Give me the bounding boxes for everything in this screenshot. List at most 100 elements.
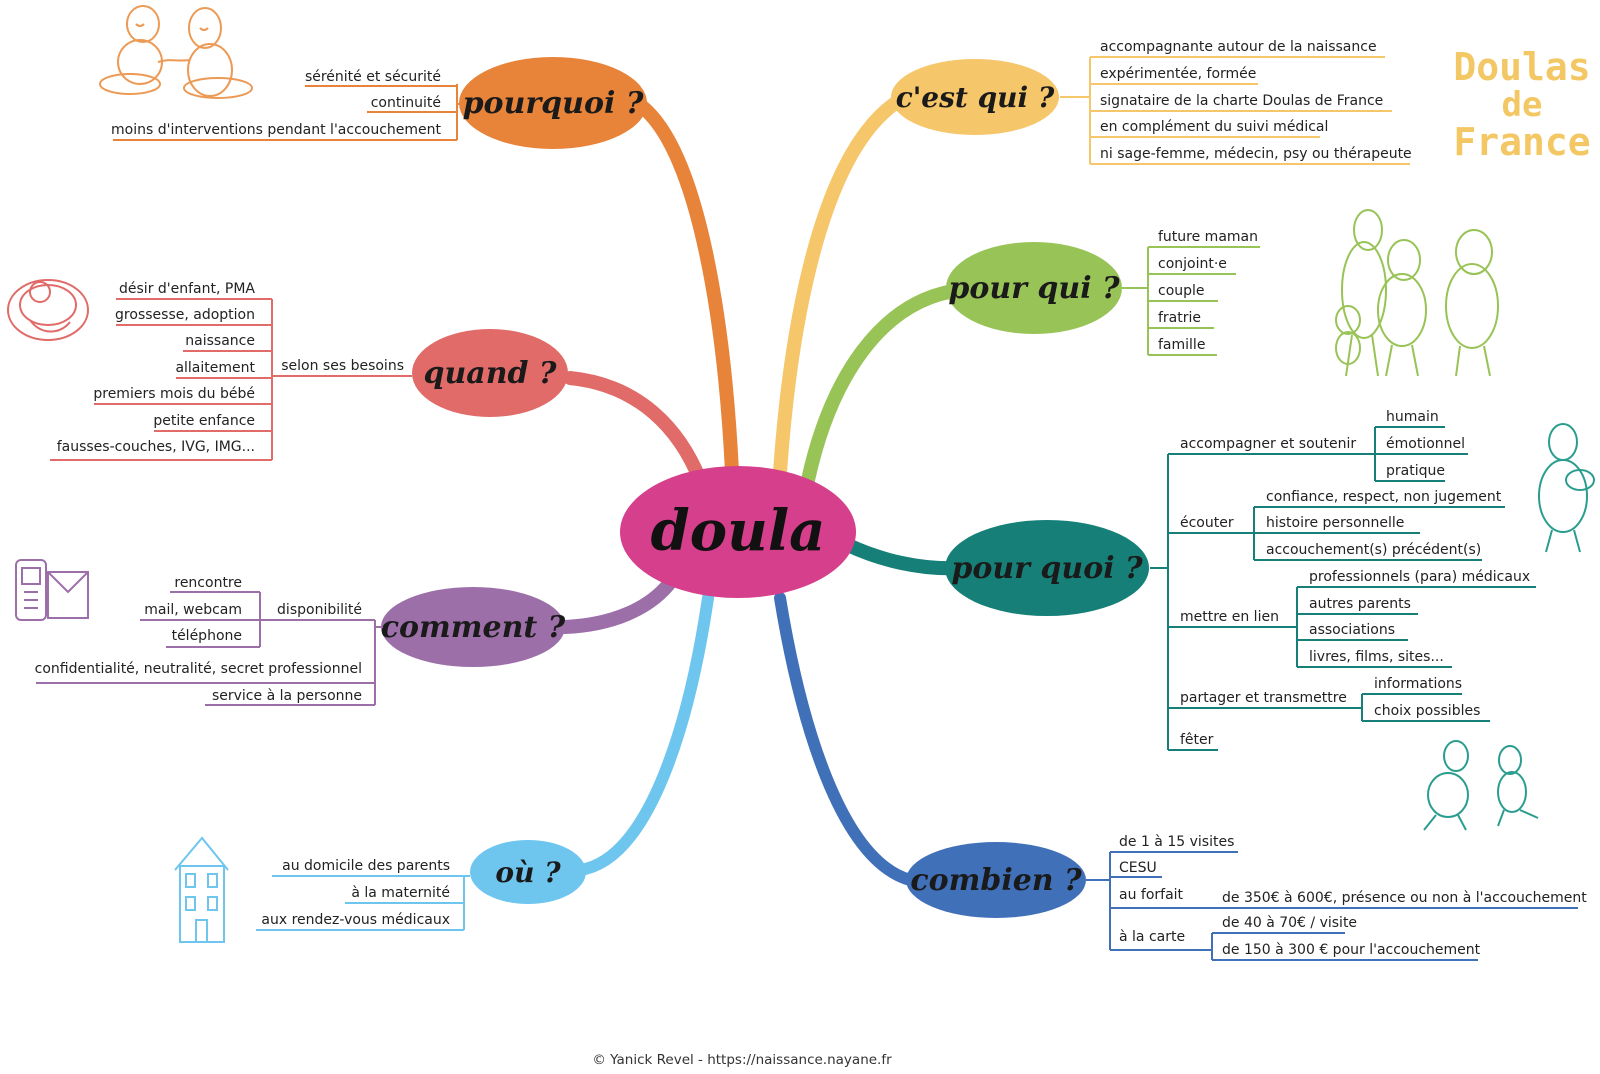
pourquoi2-item: humain <box>1386 409 1439 425</box>
pourqui-item: famille <box>1158 337 1205 353</box>
pourquoi2-item: livres, films, sites... <box>1309 649 1444 665</box>
pourqui-item: future maman <box>1158 229 1258 245</box>
center-label: doula <box>651 498 826 564</box>
pourquoi-item: sérénité et sécurité <box>305 69 441 85</box>
pourquoi2-item: informations <box>1374 676 1462 692</box>
pourquoi2-item: choix possibles <box>1374 703 1480 719</box>
logo-line-1: Doulas <box>1453 45 1590 89</box>
family-illustration <box>1335 209 1499 377</box>
comment-group-label: disponibilité <box>277 602 362 618</box>
dancing-figures-illustration <box>1423 740 1539 831</box>
cestqui-item: ni sage-femme, médecin, psy ou thérapeut… <box>1100 146 1412 162</box>
bubble-ou[interactable]: où ? <box>470 840 586 904</box>
bubble-combien-label: combien ? <box>910 863 1082 898</box>
holding-baby-illustration <box>1538 423 1595 553</box>
ou-item: aux rendez-vous médicaux <box>261 912 450 928</box>
bubble-pourqui-label: pour qui ? <box>948 271 1120 306</box>
branch-pourqui-leaves <box>1122 246 1260 356</box>
branch-cestqui-leaves <box>1060 56 1410 165</box>
house-illustration <box>174 836 229 943</box>
center-ellipse <box>620 466 856 598</box>
bubble-combien[interactable]: combien ? <box>906 842 1086 918</box>
sitting-figures-illustration <box>99 5 253 99</box>
quand-item: allaitement <box>175 360 255 376</box>
quand-group-label: selon ses besoins <box>281 358 404 374</box>
branch-pourquoi-leaves <box>113 84 463 141</box>
combien-group-label: à la carte <box>1119 929 1185 945</box>
combien-group-label: de 1 à 15 visites <box>1119 834 1234 850</box>
comment-group-item: rencontre <box>174 575 242 591</box>
comment-item: confidentialité, neutralité, secret prof… <box>35 661 362 677</box>
comment-group-item: téléphone <box>172 628 242 644</box>
trunk-pourquoi <box>633 98 739 479</box>
logo-doulas-de-france: Doulas de France <box>1453 45 1590 164</box>
pourquoi2-item: autres parents <box>1309 596 1411 612</box>
cestqui-item: expérimentée, formée <box>1100 66 1256 82</box>
combien-item: de 350€ à 600€, présence ou non à l'acco… <box>1222 890 1587 906</box>
bubble-pourquoi2[interactable]: pour quoi ? <box>945 520 1149 616</box>
quand-item: désir d'enfant, PMA <box>119 281 255 297</box>
trunks <box>558 93 967 886</box>
pourquoi2-item: pratique <box>1386 463 1445 479</box>
center-node[interactable]: doula <box>620 466 856 598</box>
pourqui-item: conjoint·e <box>1158 256 1227 272</box>
pourquoi2-group-label: mettre en lien <box>1180 609 1279 625</box>
trunk-quand <box>563 371 707 487</box>
pourquoi2-item: émotionnel <box>1386 436 1465 452</box>
pourquoi-item: moins d'interventions pendant l'accouche… <box>111 122 442 138</box>
pourquoi2-item: accouchement(s) précédent(s) <box>1266 542 1481 558</box>
pourquoi2-item: professionnels (para) médicaux <box>1309 569 1530 585</box>
pourquoi2-item: histoire personnelle <box>1266 515 1404 531</box>
bubble-pourquoi[interactable]: pourquoi ? <box>459 57 647 149</box>
cestqui-item: accompagnante autour de la naissance <box>1100 39 1377 55</box>
branch-ou-leaves <box>256 875 470 931</box>
logo-line-3: France <box>1453 120 1590 164</box>
trunk-combien <box>774 592 916 886</box>
pourquoi-item: continuité <box>371 95 441 111</box>
ou-item: au domicile des parents <box>282 858 450 874</box>
branch-quand-leaves <box>50 298 412 461</box>
trunk-cestqui <box>773 93 907 479</box>
bubble-pourquoi-label: pourquoi ? <box>463 86 644 121</box>
bubble-ou-label: où ? <box>495 856 561 889</box>
pourqui-item: fratrie <box>1158 310 1201 326</box>
pourquoi2-group-label: fêter <box>1180 732 1214 748</box>
bubble-cestqui[interactable]: c'est qui ? <box>891 59 1059 135</box>
trunk-pourqui <box>801 283 967 487</box>
pourquoi2-group-label: partager et transmettre <box>1180 690 1347 706</box>
trunk-comment <box>558 573 679 634</box>
comment-item: service à la personne <box>212 688 362 704</box>
quand-item: naissance <box>185 333 255 349</box>
bubble-pourquoi2-label: pour quoi ? <box>951 551 1143 586</box>
branch-pourquoi2-leaves <box>1150 426 1536 751</box>
cestqui-item: en complément du suivi médical <box>1100 119 1328 135</box>
footer-credit: © Yanick Revel - https://naissance.nayan… <box>592 1052 892 1068</box>
trunk-pourquoi2 <box>841 538 967 576</box>
bubble-quand[interactable]: quand ? <box>412 329 568 417</box>
pourquoi2-group-label: écouter <box>1180 515 1234 531</box>
bubble-comment[interactable]: comment ? <box>381 587 566 667</box>
bubble-comment-label: comment ? <box>381 610 566 645</box>
phone-mail-illustration <box>15 559 89 621</box>
quand-item: grossesse, adoption <box>115 307 255 323</box>
bubble-cestqui-label: c'est qui ? <box>896 81 1055 114</box>
comment-group-item: mail, webcam <box>144 602 242 618</box>
cestqui-item: signataire de la charte Doulas de France <box>1100 93 1383 109</box>
pourquoi2-item: associations <box>1309 622 1395 638</box>
bubble-pourqui[interactable]: pour qui ? <box>946 242 1122 334</box>
quand-item: fausses-couches, IVG, IMG... <box>57 439 255 455</box>
pourquoi2-item: confiance, respect, non jugement <box>1266 489 1502 505</box>
quand-item: premiers mois du bébé <box>93 386 255 402</box>
baby-basket-illustration <box>7 279 89 341</box>
quand-item: petite enfance <box>153 413 255 429</box>
logo-line-2: de <box>1502 85 1543 125</box>
bubble-quand-label: quand ? <box>423 356 556 391</box>
ou-item: à la maternité <box>351 885 450 901</box>
pourquoi2-group-label: accompagner et soutenir <box>1180 436 1356 452</box>
combien-item: de 40 à 70€ / visite <box>1222 915 1357 931</box>
branch-comment-leaves <box>36 591 383 706</box>
branch-combien-leaves <box>1086 851 1578 961</box>
combien-group-label: CESU <box>1119 860 1157 876</box>
combien-item: de 150 à 300 € pour l'accouchement <box>1222 942 1481 958</box>
